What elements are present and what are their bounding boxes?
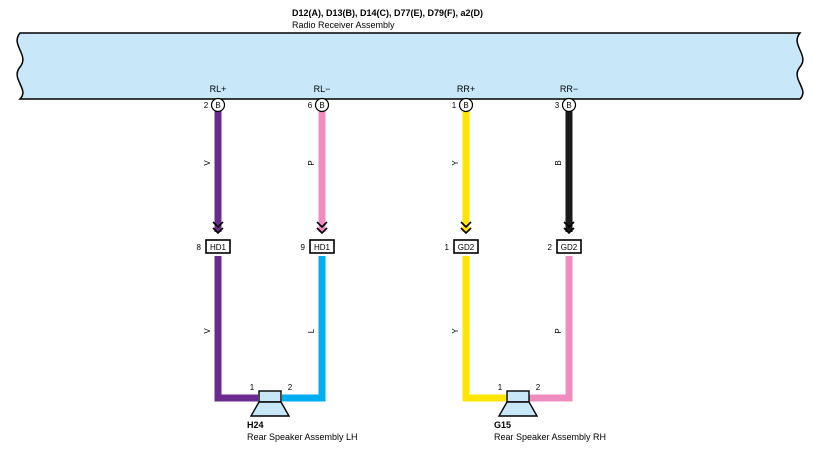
speaker-cone [497,401,539,417]
junction-pin-number: 8 [197,243,202,252]
terminal-connector-letter: B [215,101,220,110]
terminal-connector-letter: B [463,101,468,110]
chevron-mark [460,221,472,229]
chevron-mark [563,221,575,229]
upper-wire-color-code: P [307,160,316,165]
terminal-pin-number: 6 [308,101,313,110]
junction-connector-box [205,239,231,254]
chevron-mark [212,221,224,229]
upper-wire-color-code: B [554,160,563,165]
junction-connector-box [309,239,335,254]
speaker-code: H24 [247,420,264,430]
lower-wire-color-code: Y [451,328,460,334]
speaker-name: Rear Speaker Assembly LH [247,432,358,442]
speaker-pin-left: 1 [250,383,255,392]
junction-pin-number: 2 [548,243,553,252]
terminal-signal-label: RR− [560,84,578,94]
terminal-signal-label: RL+ [210,84,227,94]
lower-wire-color-code: P [554,328,563,333]
terminal-connector-letter: B [319,101,324,110]
chevron-mark [316,221,328,229]
radio-receiver-block [16,32,804,100]
chevron-mark [212,227,224,235]
lower-wire-3 [462,256,506,402]
lower-wire-4 [529,256,573,402]
speaker-magnet [258,390,282,403]
junction-chevrons [563,221,575,235]
lower-wire-color-code: V [203,328,212,334]
speaker-code: G15 [494,420,511,430]
speaker-pin-right: 2 [288,383,293,392]
lower-wire-2 [282,256,326,402]
terminal-connector-circle [458,97,474,113]
junction-chevrons [212,221,224,235]
terminal-pin-number: 2 [204,101,209,110]
chevron-mark [316,227,328,235]
speaker-pin-right: 2 [536,383,541,392]
terminal-signal-label: RL− [314,84,331,94]
speaker-magnet [506,390,530,403]
junction-chevrons [460,221,472,235]
junction-pin-number: 9 [301,243,306,252]
receiver-connector-codes: D12(A), D13(B), D14(C), D77(E), D79(F), … [292,8,484,18]
upper-wire-color-code: Y [451,160,460,166]
upper-wire-color-code: V [203,160,212,166]
lower-wire-color-code: L [307,328,316,333]
chevron-mark [563,227,575,235]
junction-connector-box [453,239,479,254]
speaker-cone [249,401,291,417]
terminal-connector-circle [314,97,330,113]
junction-connector-box [556,239,582,254]
speaker-assembly-lh [249,390,291,417]
lower-wire-1 [214,256,258,402]
terminal-connector-circle [561,97,577,113]
speaker-name: Rear Speaker Assembly RH [494,432,606,442]
receiver-component-name: Radio Receiver Assembly [292,20,395,30]
junction-connector-label: GD2 [458,243,475,252]
speaker-pin-left: 1 [498,383,503,392]
terminal-pin-number: 1 [452,101,457,110]
terminal-signal-label: RR+ [457,84,475,94]
terminal-connector-letter: B [566,101,571,110]
chevron-mark [460,227,472,235]
junction-connector-label: GD2 [561,243,578,252]
junction-connector-label: HD1 [314,243,331,252]
junction-pin-number: 1 [445,243,450,252]
junction-chevrons [316,221,328,235]
terminal-pin-number: 3 [555,101,560,110]
speaker-assembly-rh [497,390,539,417]
terminal-connector-circle [210,97,226,113]
junction-connector-label: HD1 [210,243,227,252]
